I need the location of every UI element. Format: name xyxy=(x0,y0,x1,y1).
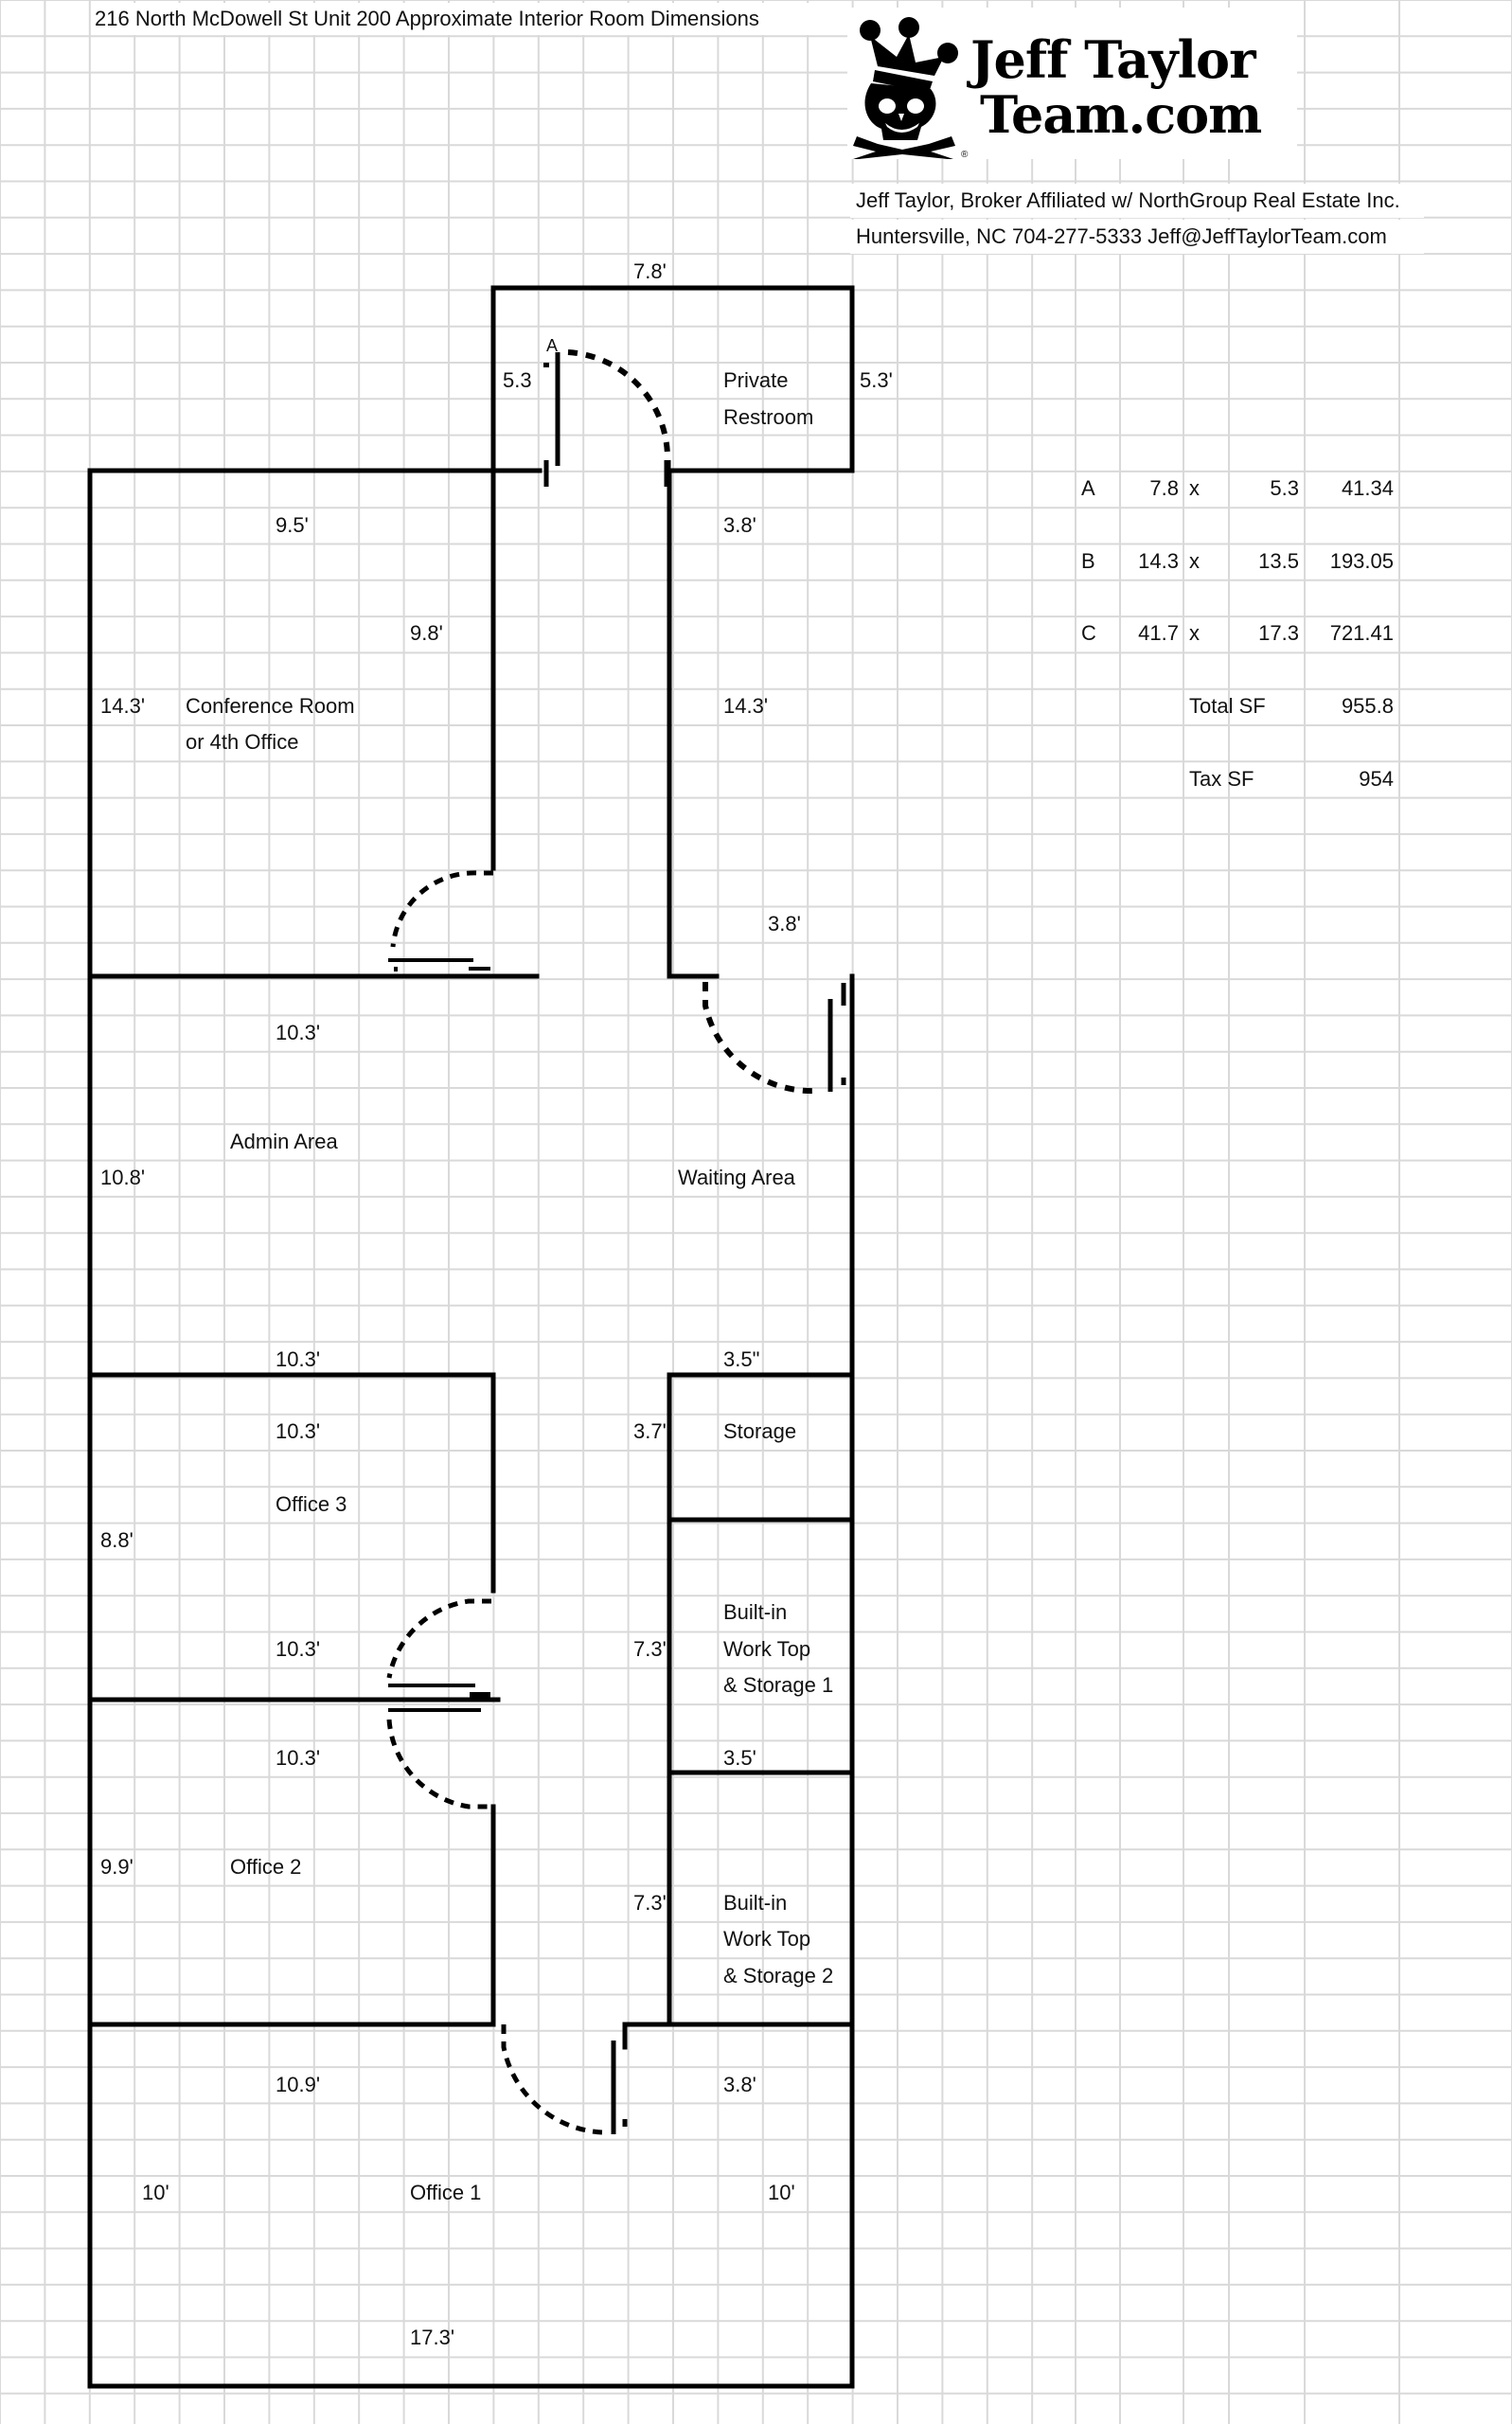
tax-sf-label: Tax SF xyxy=(1189,767,1254,791)
page-title: 216 North McDowell St Unit 200 Approxima… xyxy=(91,3,814,35)
logo: Jeff Taylor Team.com ® xyxy=(847,8,1297,160)
admin-top-dimension: 10.3' xyxy=(276,1021,321,1044)
builtin1-left-dimension: 7.3' xyxy=(633,1637,667,1661)
agent-line-2: Huntersville, NC 704-277-5333 Jeff@JeffT… xyxy=(850,220,1424,254)
conference-label-1: Conference Room xyxy=(186,694,355,718)
registered-mark: ® xyxy=(961,150,969,160)
row-height: 13.5 xyxy=(1258,549,1299,573)
conference-left-dimension: 14.3' xyxy=(100,694,146,718)
row-height: 5.3 xyxy=(1270,476,1299,500)
total-sf-value: 955.8 xyxy=(1341,694,1394,718)
builtin2-label-1: Built-in xyxy=(723,1891,788,1915)
row-label: C xyxy=(1081,621,1096,645)
total-sf-label: Total SF xyxy=(1189,694,1266,718)
office1-top-right-dimension: 3.8' xyxy=(723,2073,756,2096)
office1-left-dimension: 10' xyxy=(142,2181,169,2204)
office3-label: Office 3 xyxy=(276,1492,347,1516)
admin-left-dimension: 10.8' xyxy=(100,1166,146,1189)
hall-top-dimension: 3.8' xyxy=(723,513,756,537)
waiting-label: Waiting Area xyxy=(678,1166,795,1189)
restroom-label-2: Restroom xyxy=(723,405,814,429)
builtin2-label-2: Work Top xyxy=(723,1927,811,1951)
row-width: 7.8 xyxy=(1149,476,1179,500)
office3-bottom-dimension: 10.3' xyxy=(276,1637,321,1661)
row-height: 17.3 xyxy=(1258,621,1299,645)
conference-top-dimension: 9.5' xyxy=(276,513,309,537)
office2-label: Office 2 xyxy=(230,1855,302,1879)
row-area: 721.41 xyxy=(1329,621,1394,645)
skull-crown-crossbones-icon xyxy=(853,17,958,159)
row-times: x xyxy=(1189,549,1200,573)
waiting-bottom-dimension: 3.5" xyxy=(723,1347,760,1371)
office3-left-dimension: 8.8' xyxy=(100,1528,133,1552)
restroom-top-dimension: 7.8' xyxy=(633,259,667,283)
hall-bottom-dimension: 3.8' xyxy=(768,912,801,936)
row-area: 193.05 xyxy=(1329,549,1394,573)
tax-sf-value: 954 xyxy=(1359,767,1394,791)
builtin2-label-3: & Storage 2 xyxy=(723,1964,834,1987)
row-times: x xyxy=(1189,476,1200,500)
office1-right-dimension: 10' xyxy=(768,2181,795,2204)
logo-line-1: Jeff Taylor xyxy=(970,29,1256,90)
row-area: 41.34 xyxy=(1341,476,1394,500)
restroom-right-dimension: 5.3' xyxy=(860,368,893,392)
row-width: 14.3 xyxy=(1138,549,1179,573)
conference-label-2: or 4th Office xyxy=(186,730,299,754)
doors xyxy=(386,349,846,2135)
office3-top-dimension: 10.3' xyxy=(276,1419,321,1443)
restroom-label-1: Private xyxy=(723,368,789,392)
restroom-left-dimension: 5.3 xyxy=(503,368,532,392)
row-width: 41.7 xyxy=(1138,621,1179,645)
builtin1-label-2: Work Top xyxy=(723,1637,811,1661)
walls xyxy=(87,285,855,2389)
logo-wordmark: Jeff Taylor Team.com xyxy=(970,29,1262,145)
row-label: A xyxy=(1081,476,1095,500)
storage-left-dimension: 3.7' xyxy=(633,1419,667,1443)
logo-line-2: Team.com xyxy=(980,84,1262,145)
row-label: B xyxy=(1081,549,1095,573)
office2-left-dimension: 9.9' xyxy=(100,1855,133,1879)
area-marker-a: A xyxy=(546,336,559,355)
builtin2-left-dimension: 7.3' xyxy=(633,1891,667,1915)
office1-label: Office 1 xyxy=(410,2181,482,2204)
office1-top-dimension: 10.9' xyxy=(276,2073,321,2096)
office2-top-dimension: 10.3' xyxy=(276,1746,321,1770)
conference-right-dimension: 9.8' xyxy=(410,621,443,645)
admin-label: Admin Area xyxy=(230,1130,338,1153)
builtin1-label-1: Built-in xyxy=(723,1600,788,1624)
hall-side-dimension: 14.3' xyxy=(723,694,769,718)
row-times: x xyxy=(1189,621,1200,645)
agent-line-1: Jeff Taylor, Broker Affiliated w/ NorthG… xyxy=(850,184,1424,218)
admin-bottom-dimension: 10.3' xyxy=(276,1347,321,1371)
office1-bottom-dimension: 17.3' xyxy=(410,2326,455,2349)
storage-label: Storage xyxy=(723,1419,797,1443)
builtin1-bottom-dimension: 3.5' xyxy=(723,1746,756,1770)
builtin1-label-3: & Storage 1 xyxy=(723,1673,834,1697)
